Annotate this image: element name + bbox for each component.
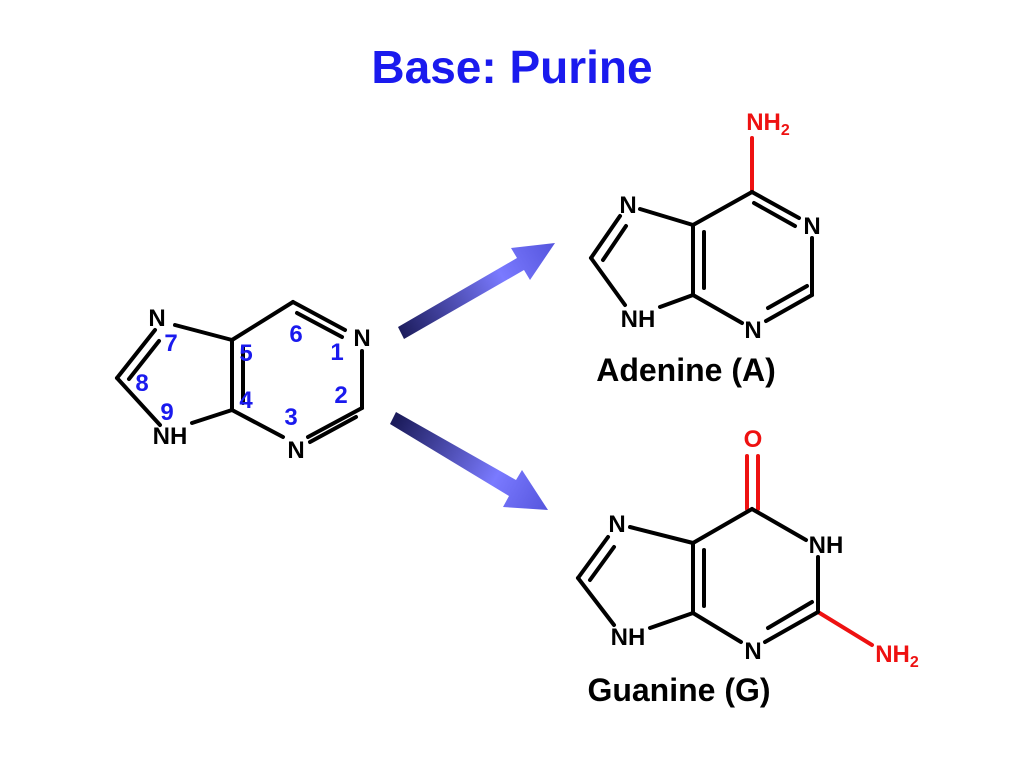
purine-atom-n7: N: [148, 305, 165, 332]
purine-atom-n9: NH: [153, 423, 188, 450]
purine-bonds: [115, 300, 364, 444]
purine-atom-n3: N: [287, 437, 304, 464]
adenine-atoms: NH2 N N NH N: [619, 109, 820, 344]
adenine-bonds: [589, 136, 814, 325]
guanine-atom-n1: NH: [809, 532, 844, 559]
adenine-atom-n1: N: [803, 213, 820, 240]
adenine-structure: NH2 N N NH N Adenine (A): [589, 109, 821, 388]
ring-number-6: 6: [289, 321, 302, 348]
adenine-atom-n9: NH: [621, 306, 656, 333]
ring-number-9: 9: [160, 399, 173, 426]
guanine-structure: O N NH NH N NH2 Guanine (G): [576, 426, 919, 708]
guanine-caption: Guanine (G): [587, 672, 770, 708]
guanine-bonds: [576, 454, 874, 647]
adenine-atom-n7: N: [619, 192, 636, 219]
ring-number-1: 1: [330, 339, 343, 366]
ring-number-5: 5: [239, 340, 252, 367]
ring-number-2: 2: [334, 382, 347, 409]
purine-atom-n1: N: [353, 325, 370, 352]
purine-atoms: N N NH N: [148, 305, 370, 464]
purine-structure: N N NH N 1 2 3 4 5 6 7 8 9: [115, 300, 371, 464]
arrow-to-adenine: [398, 243, 555, 339]
adenine-atom-n3: N: [744, 317, 761, 344]
ring-number-3: 3: [284, 404, 297, 431]
ring-number-4: 4: [239, 387, 253, 414]
page-title: Base: Purine: [371, 41, 653, 93]
ring-number-7: 7: [164, 330, 177, 357]
adenine-amino-group: NH2: [746, 109, 790, 139]
ring-number-8: 8: [135, 370, 148, 397]
purine-numbering: 1 2 3 4 5 6 7 8 9: [135, 321, 347, 431]
guanine-amino-group: NH2: [875, 641, 919, 671]
guanine-oxygen: O: [744, 426, 763, 453]
guanine-atom-n9: NH: [611, 624, 646, 651]
guanine-atoms: O N NH NH N NH2: [608, 426, 919, 671]
guanine-atom-n3: N: [744, 638, 761, 665]
adenine-caption: Adenine (A): [596, 352, 776, 388]
guanine-atom-n7: N: [608, 511, 625, 538]
arrow-to-guanine: [390, 412, 548, 510]
